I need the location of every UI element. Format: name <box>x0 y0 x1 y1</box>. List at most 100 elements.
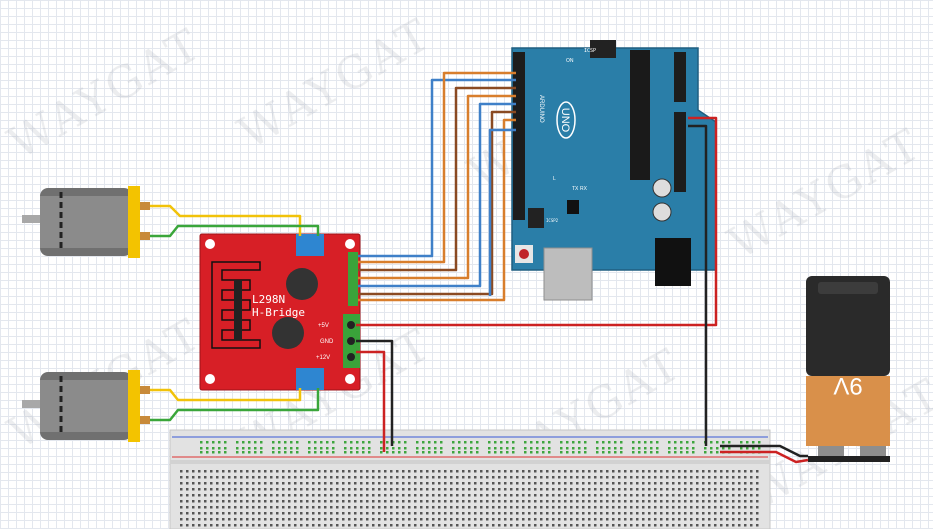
breadboard-hole <box>492 476 495 479</box>
breadboard-hole <box>180 470 183 473</box>
breadboard-hole <box>758 441 761 444</box>
on-label: ON <box>566 58 574 64</box>
breadboard-hole <box>380 451 383 454</box>
breadboard-hole <box>666 482 669 485</box>
breadboard-hole <box>348 494 351 497</box>
breadboard-hole <box>414 500 417 503</box>
breadboard-hole <box>596 451 599 454</box>
breadboard-hole <box>300 482 303 485</box>
breadboard-hole <box>210 494 213 497</box>
breadboard-hole <box>486 470 489 473</box>
breadboard-hole <box>528 500 531 503</box>
breadboard-hole <box>288 524 291 527</box>
breadboard-hole <box>270 518 273 521</box>
breadboard-hole <box>210 524 213 527</box>
breadboard-hole <box>678 512 681 515</box>
breadboard-hole <box>288 500 291 503</box>
breadboard-hole <box>678 488 681 491</box>
breadboard-hole <box>546 476 549 479</box>
breadboard-hole <box>204 506 207 509</box>
breadboard-hole <box>720 506 723 509</box>
breadboard-hole <box>336 500 339 503</box>
breadboard-hole <box>708 512 711 515</box>
breadboard-hole <box>366 506 369 509</box>
dc-jack <box>655 238 691 286</box>
breadboard-hole <box>558 470 561 473</box>
breadboard-hole <box>534 488 537 491</box>
breadboard-hole <box>644 447 647 450</box>
breadboard-hole <box>252 488 255 491</box>
breadboard-hole <box>206 451 209 454</box>
breadboard-hole <box>378 482 381 485</box>
breadboard-hole <box>534 512 537 515</box>
breadboard-hole <box>474 470 477 473</box>
breadboard-hole <box>528 524 531 527</box>
breadboard-hole <box>386 451 389 454</box>
breadboard-hole <box>284 447 287 450</box>
pin-5v-label: +5V <box>318 323 329 329</box>
breadboard-hole <box>480 470 483 473</box>
breadboard-hole <box>372 506 375 509</box>
breadboard-hole <box>216 524 219 527</box>
breadboard-hole <box>624 494 627 497</box>
breadboard-hole <box>624 482 627 485</box>
breadboard-hole <box>750 470 753 473</box>
breadboard-hole <box>732 488 735 491</box>
breadboard-hole <box>548 451 551 454</box>
breadboard-hole <box>552 506 555 509</box>
breadboard-hole <box>618 476 621 479</box>
breadboard-hole <box>630 518 633 521</box>
breadboard-hole <box>468 524 471 527</box>
breadboard-hole <box>690 494 693 497</box>
breadboard-hole <box>276 482 279 485</box>
breadboard-hole <box>330 506 333 509</box>
breadboard-hole <box>432 476 435 479</box>
motor-terminal <box>140 416 150 424</box>
breadboard-hole <box>756 518 759 521</box>
breadboard-hole <box>372 518 375 521</box>
breadboard-hole <box>396 470 399 473</box>
breadboard-hole <box>660 506 663 509</box>
breadboard-hole <box>636 470 639 473</box>
breadboard-hole <box>564 488 567 491</box>
breadboard-hole <box>638 441 641 444</box>
breadboard-hole <box>546 470 549 473</box>
breadboard-hole <box>198 470 201 473</box>
breadboard-hole <box>312 512 315 515</box>
breadboard-hole <box>738 500 741 503</box>
breadboard-hole <box>288 482 291 485</box>
breadboard-hole <box>480 500 483 503</box>
breadboard-hole <box>258 506 261 509</box>
breadboard-hole <box>756 482 759 485</box>
breadboard-hole <box>386 447 389 450</box>
breadboard-hole <box>666 494 669 497</box>
uno-text: UNO <box>559 108 571 133</box>
breadboard-hole <box>372 512 375 515</box>
breadboard-hole <box>534 470 537 473</box>
breadboard-hole <box>506 451 509 454</box>
breadboard-hole <box>306 500 309 503</box>
breadboard-hole <box>378 518 381 521</box>
breadboard-hole <box>558 500 561 503</box>
breadboard-hole <box>306 488 309 491</box>
breadboard-hole <box>408 518 411 521</box>
breadboard-hole <box>426 518 429 521</box>
breadboard-hole <box>254 447 257 450</box>
breadboard-hole <box>344 451 347 454</box>
breadboard-hole <box>198 494 201 497</box>
breadboard-hole <box>440 441 443 444</box>
breadboard-hole <box>342 470 345 473</box>
wire-black <box>720 444 808 458</box>
breadboard-hole <box>596 441 599 444</box>
breadboard-hole <box>752 441 755 444</box>
breadboard-hole <box>494 451 497 454</box>
breadboard-hole <box>522 518 525 521</box>
breadboard-hole <box>282 476 285 479</box>
breadboard-hole <box>654 476 657 479</box>
breadboard-hole <box>300 518 303 521</box>
breadboard-hole <box>660 518 663 521</box>
breadboard-hole <box>354 524 357 527</box>
breadboard-hole <box>578 451 581 454</box>
breadboard-hole <box>252 482 255 485</box>
breadboard-hole <box>498 494 501 497</box>
